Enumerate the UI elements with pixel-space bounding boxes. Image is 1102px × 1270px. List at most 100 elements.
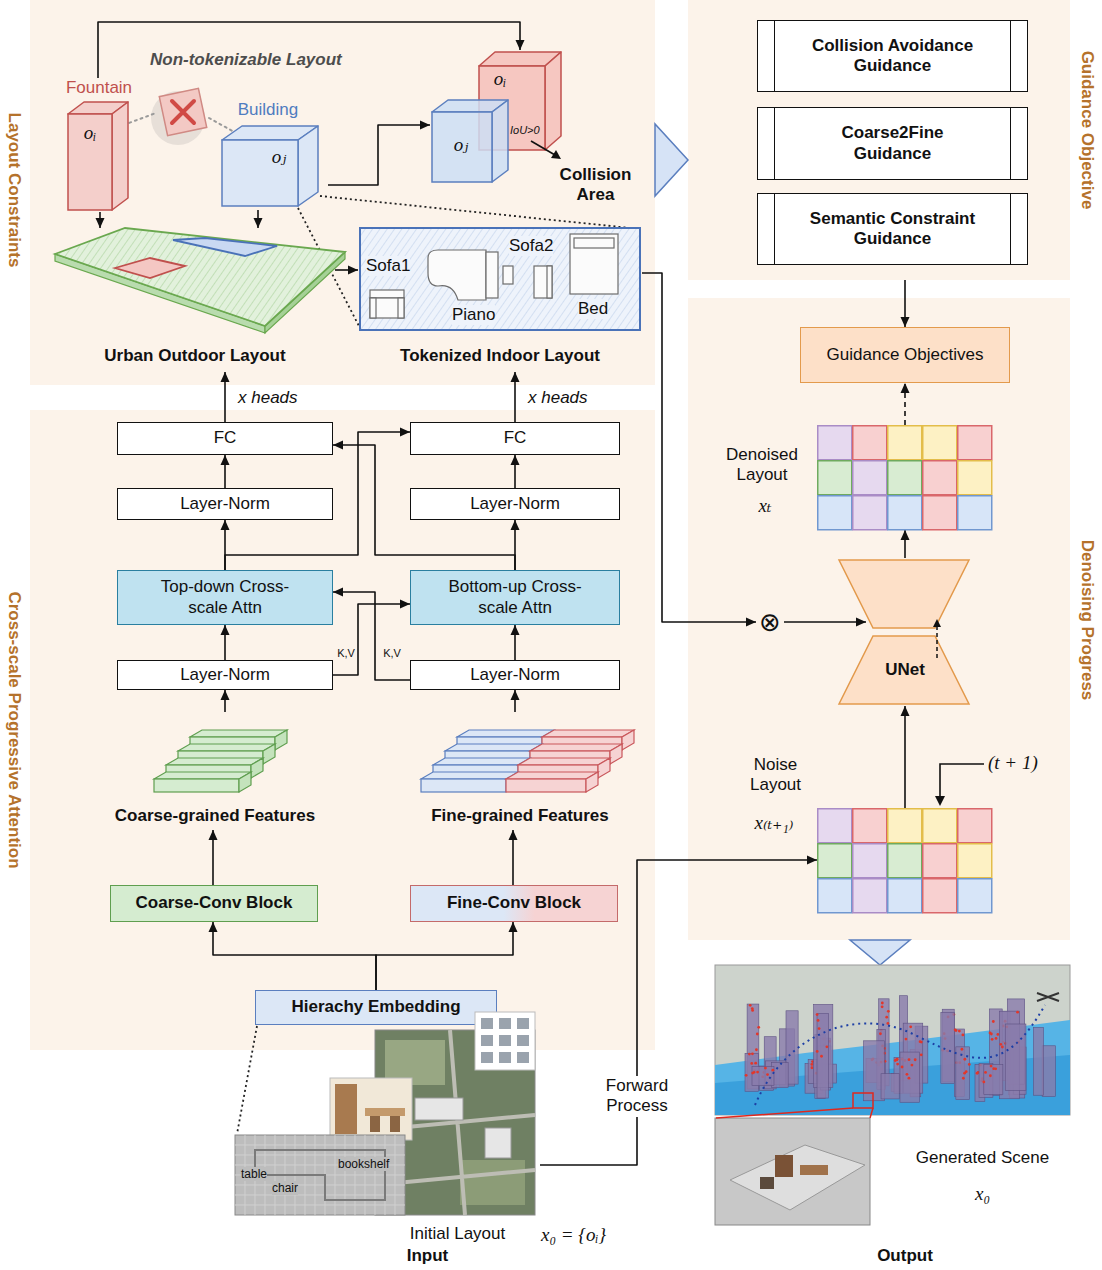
process-bar xyxy=(1010,108,1011,179)
decoder-trapezoid xyxy=(839,560,969,628)
layout-cell xyxy=(818,809,852,843)
connector-line xyxy=(98,22,520,78)
connector xyxy=(333,600,410,676)
connector xyxy=(209,830,218,885)
hotspot xyxy=(825,1045,828,1048)
image-caption: Generated Scene xyxy=(895,1148,1070,1168)
feature-stack: Coarse-grained Features xyxy=(90,712,340,830)
hotspot xyxy=(982,1081,985,1084)
skip-line xyxy=(936,626,938,658)
hotspot xyxy=(820,1055,823,1058)
layout-cell xyxy=(853,496,887,530)
footprint xyxy=(173,238,277,256)
hotspot xyxy=(816,1013,819,1016)
arrowhead xyxy=(221,625,230,635)
hotspot xyxy=(766,1073,769,1076)
connector xyxy=(333,588,410,681)
hotspot xyxy=(748,1053,751,1056)
panel-heading: Layout Constraints xyxy=(4,113,24,268)
sofa xyxy=(370,290,404,298)
output-images: Generated Scenex₀Output xyxy=(715,965,1070,1262)
feature-slab-top xyxy=(445,744,542,751)
hotspot xyxy=(909,1025,912,1028)
panel-ground xyxy=(30,0,655,385)
zoom-line xyxy=(870,1108,873,1118)
box-label: Guidance Objectives xyxy=(827,345,984,365)
zoom-line xyxy=(237,1026,257,1134)
asset-icon xyxy=(499,1035,511,1046)
layout-cell xyxy=(853,844,887,878)
arrowhead xyxy=(400,428,410,437)
feature-slab-top xyxy=(518,758,610,765)
furniture-label: Piano xyxy=(452,305,495,325)
building xyxy=(941,1012,955,1083)
annotation: Collision Area xyxy=(548,165,643,206)
panel-heading: Guidance Objective xyxy=(1077,51,1097,210)
feature-caption: Fine-grained Features xyxy=(395,806,645,826)
hotspot xyxy=(976,1072,979,1075)
pillow xyxy=(574,238,614,248)
section-caption: Input xyxy=(365,1246,490,1266)
arrowhead xyxy=(333,441,343,450)
layout-cell xyxy=(958,844,992,878)
hotspot xyxy=(751,1052,754,1055)
hotspot xyxy=(990,1065,993,1068)
hotspot xyxy=(955,1029,958,1032)
process-bar xyxy=(774,21,775,91)
hotspot xyxy=(895,1058,898,1061)
grid-line xyxy=(235,1145,405,1146)
connector-line xyxy=(333,604,410,675)
cube-front xyxy=(222,140,298,206)
layout-constraints-panel: Layout ConstraintsFountainoᵢBuildingoⱼoᵢ… xyxy=(30,0,655,385)
hotspot xyxy=(962,1077,965,1080)
hotspot xyxy=(914,1058,917,1061)
hotspot xyxy=(879,1032,882,1035)
arrowhead xyxy=(96,218,105,228)
furniture-label: Bed xyxy=(578,299,608,319)
asset-icon xyxy=(481,1035,493,1046)
layer-norm-box: Layer-Norm xyxy=(410,660,620,690)
object-tag: table xyxy=(241,1167,267,1181)
dotted-line xyxy=(209,118,236,133)
arrowhead xyxy=(511,625,520,635)
connector xyxy=(511,625,520,660)
hotspot xyxy=(994,1067,997,1070)
box-label: Layer-Norm xyxy=(180,665,270,685)
cube-front xyxy=(68,114,112,210)
arrowhead xyxy=(511,372,520,382)
box-label: Fine-Conv Block xyxy=(447,893,581,913)
hotspot xyxy=(896,1058,899,1061)
arrowhead xyxy=(511,690,520,700)
guidance-box: Coarse2Fine Guidance xyxy=(757,107,1028,180)
layout-cell xyxy=(958,496,992,530)
asset-icon xyxy=(481,1018,493,1029)
layout-cell xyxy=(888,461,922,495)
head-count: x heads xyxy=(528,388,608,408)
arrowhead xyxy=(856,618,866,627)
connector-line xyxy=(328,125,430,185)
hotspot xyxy=(908,1077,911,1080)
connector xyxy=(376,922,518,990)
hotspot xyxy=(1016,1011,1019,1014)
layout-cell xyxy=(853,879,887,913)
panel-ground xyxy=(688,0,1070,280)
sofa xyxy=(370,298,404,318)
box-label: Coarse-Conv Block xyxy=(136,893,293,913)
connector xyxy=(509,830,518,885)
layout-cell xyxy=(853,426,887,460)
arrowhead xyxy=(221,520,230,530)
connector-line xyxy=(333,592,410,680)
hotspot xyxy=(984,1071,987,1074)
box-label: ⊗ xyxy=(759,609,781,635)
collision-cube: oⱼ xyxy=(430,88,514,184)
panel-heading: Cross-scale Progressive Attention xyxy=(4,591,24,868)
hotspot xyxy=(756,1033,759,1036)
layout-cell xyxy=(958,809,992,843)
connector xyxy=(784,618,866,627)
hotspot xyxy=(756,1071,759,1074)
leader-line xyxy=(531,141,555,155)
feature-caption: Coarse-grained Features xyxy=(90,806,340,826)
arrowhead xyxy=(209,922,218,932)
building xyxy=(415,1098,463,1120)
feature-slab xyxy=(506,779,586,792)
